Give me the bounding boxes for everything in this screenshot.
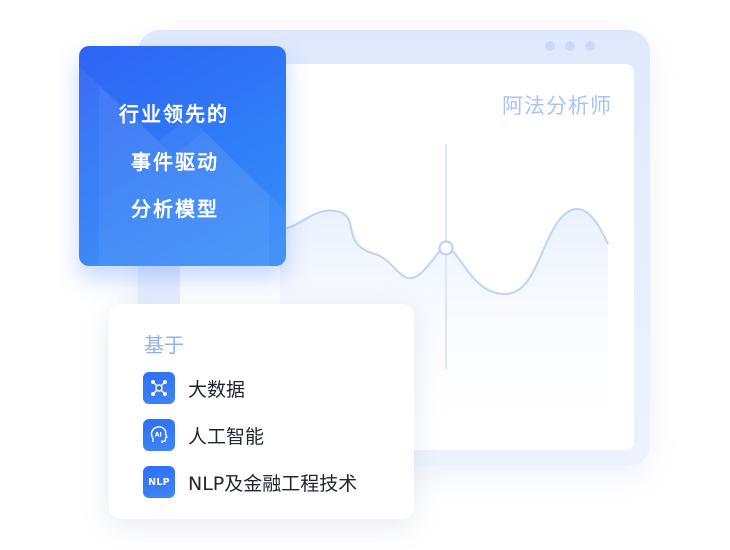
ai-head-icon: AI [143, 419, 175, 451]
headline-line-2: 事件驱动 [131, 150, 219, 174]
product-title: 阿法分析师 [502, 94, 612, 118]
window-dot-icon [565, 41, 575, 51]
nlp-icon-text: NLP [148, 476, 170, 488]
feature-label: 大数据 [188, 378, 246, 401]
nlp-badge-icon: NLP [143, 466, 175, 498]
window-dots [545, 41, 595, 51]
feature-ai: AI 人工智能 [143, 419, 264, 451]
feature-big-data: 大数据 [143, 372, 245, 404]
headline-line-1: 行业领先的 [119, 102, 229, 126]
headline-card: 行业领先的 事件驱动 分析模型 [79, 46, 286, 266]
headline-line-3: 分析模型 [131, 197, 219, 221]
feature-label: NLP及金融工程技术 [188, 472, 358, 495]
feature-nlp: NLP NLP及金融工程技术 [143, 466, 357, 498]
window-dot-icon [545, 41, 555, 51]
tech-basis-card: 基于 [109, 304, 414, 519]
network-nodes-icon [143, 372, 175, 404]
tech-basis-title: 基于 [144, 333, 184, 357]
data-point-marker [438, 240, 454, 256]
feature-label: 人工智能 [188, 425, 265, 448]
wave-line [279, 207, 609, 296]
window-dot-icon [585, 41, 595, 51]
ai-icon-text: AI [155, 431, 162, 438]
arrow-decoration-icon [79, 66, 286, 266]
